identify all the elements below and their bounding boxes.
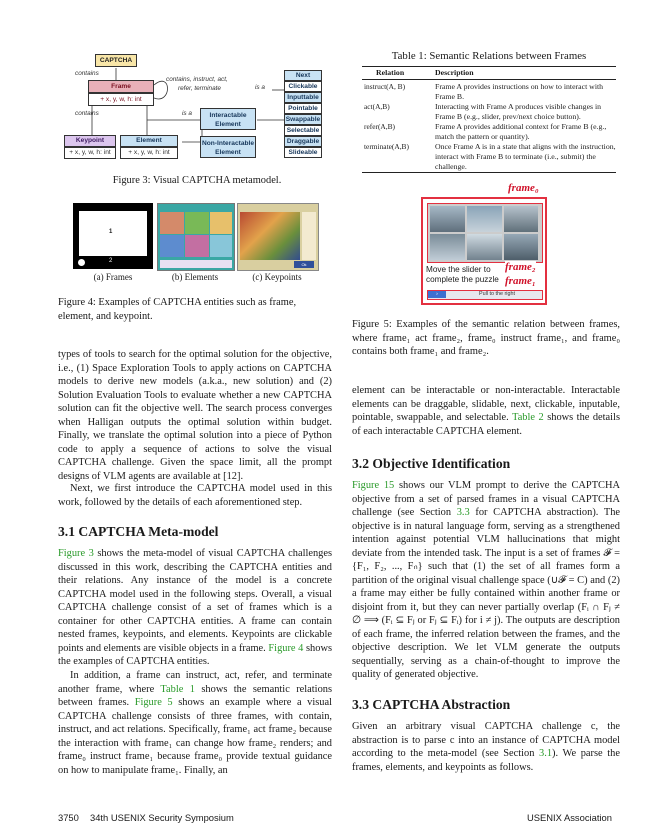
footer-venue: 34th USENIX Security Symposium [90, 812, 234, 823]
type-next: Next [284, 70, 322, 81]
figure-4-thumb-keypoints: Ok [237, 203, 319, 271]
right-paragraph-2: Figure 15 shows our VLM prompt to derive… [352, 479, 620, 682]
is-a-mid-label: is a [182, 110, 192, 117]
figure-4-thumb-elements [157, 203, 235, 271]
frame-attributes: + x, y, w, h: int [88, 93, 154, 106]
left-paragraph-1: types of tools to search for the optimal… [58, 349, 332, 482]
keypoint-class: Keypoint [64, 135, 116, 147]
figure-4-sub-c: (c) Keypoints [252, 272, 302, 282]
relation-label-2: refer, terminate [178, 85, 221, 92]
figure-4-sub-b: (b) Elements [171, 272, 219, 282]
description-cell: Frame A provides instructions on how to … [435, 82, 604, 101]
description-cell: Once Frame A is in a state that aligns w… [435, 142, 616, 171]
figure-5-outer-frame: Move the slider to complete the puzzle ›… [421, 197, 547, 305]
table-1: Relation Description instruct(A, B) Fram… [362, 66, 616, 173]
text-span: shows the examples of CAPTCHA entities. [58, 642, 332, 668]
type-pointable: Pointable [284, 103, 322, 114]
type-swappable: Swappable [284, 114, 322, 125]
relation-label-1: contains, instruct, act, [166, 76, 228, 83]
table-1-caption: Table 1: Semantic Relations between Fram… [391, 50, 587, 62]
right-paragraph-1: element can be interactable or non-inter… [352, 384, 620, 438]
slider-track: › Pull to the right [427, 290, 543, 300]
keypoint-attributes: + x, y, w, h: int [64, 147, 116, 159]
type-selectable: Selectable [284, 125, 322, 136]
text-span: shows our VLM prompt to derive the CAPTC… [352, 480, 620, 518]
chevron-right-icon: › [436, 291, 438, 297]
table-row: act(A,B) Interacting with Frame A produc… [362, 102, 616, 122]
non-interactable-element-class: Non-Interactable Element [200, 136, 256, 158]
frame-inner: 1 [79, 211, 147, 256]
ok-button[interactable]: Ok [294, 261, 314, 268]
relation-cell: refer(A,B) [364, 122, 395, 131]
figure-4-thumb-frames: 1 2 [73, 203, 153, 269]
left-paragraph-4: In addition, a frame can instruct, act, … [58, 669, 332, 777]
text-span: shows the meta-model of visual CAPTCHA c… [58, 548, 333, 654]
text-span: In addition, a frame can instruct, act, … [58, 670, 332, 695]
left-paragraph-3: Figure 3 shows the meta-model of visual … [58, 547, 332, 669]
figure-4-link[interactable]: Figure 4 [268, 642, 304, 654]
footer-page-number: 3750 [58, 812, 79, 823]
element-attributes: + x, y, w, h: int [120, 147, 178, 159]
frame-class: Frame [88, 80, 154, 93]
figure-5-caption: Figure 5: Examples of the semantic relat… [352, 319, 620, 357]
text-span: shows an example where a visual CAPTCHA … [58, 697, 332, 776]
table-row: refer(A,B) Frame A provides additional c… [362, 122, 616, 142]
table-2-link[interactable]: Table 2 [512, 412, 544, 423]
table-1-link[interactable]: Table 1 [160, 683, 195, 695]
interactable-element-class: Interactable Element [200, 108, 256, 130]
type-slideable: Slideable [284, 147, 322, 158]
pull-to-right-text: Pull to the right [479, 291, 515, 297]
table-row: terminate(A,B) Once Frame A is in a stat… [362, 142, 616, 173]
text-span: shows the details of each interactable C… [352, 412, 620, 437]
relation-cell: act(A,B) [364, 102, 390, 111]
figure-3-caption: Figure 3: Visual CAPTCHA metamodel. [112, 175, 282, 186]
image-grid [427, 203, 543, 263]
description-cell: Interacting with Frame A produces visibl… [435, 102, 602, 121]
figure-5-link[interactable]: Figure 5 [134, 697, 173, 708]
figure-4-sub-a: (a) Frames [93, 272, 133, 282]
figure-3: CAPTCHA contains Frame + x, y, w, h: int… [62, 50, 332, 170]
footer-organization: USENIX Association [527, 812, 612, 823]
slider-handle[interactable]: › [428, 291, 446, 298]
interactable-types-list: Next Clickable Inputtable Pointable Swap… [284, 70, 322, 158]
relation-cell: terminate(A,B) [364, 142, 409, 151]
figure-5-label-frame2: frame₂ [505, 261, 536, 273]
text-span: Given an arbitrary visual CAPTCHA challe… [352, 721, 620, 759]
figure-4-caption: Figure 4: Examples of CAPTCHA entities s… [58, 297, 297, 322]
contains-left-label: contains [75, 110, 99, 117]
text-span: ). We parse the frames, elements, and ke… [352, 748, 620, 773]
text-span: shows the semantic relations between fra… [58, 683, 333, 709]
section-3-1-link[interactable]: 3.1 [539, 748, 553, 759]
text-span: for CAPTCHA abstraction). The objective … [352, 507, 621, 680]
section-3-2-heading: 3.2 Objective Identification [352, 456, 511, 471]
section-3-3-heading: 3.3 CAPTCHA Abstraction [352, 697, 511, 712]
type-draggable: Draggable [284, 136, 322, 147]
type-clickable: Clickable [284, 81, 322, 92]
text-span: element can be interactable or non-inter… [352, 385, 620, 423]
figure-5-label-frame0: frame₀ [508, 182, 539, 194]
col-relation: Relation [376, 68, 405, 77]
instruction-text: Move the slider to complete the puzzle [426, 265, 499, 284]
left-paragraph-2: Next, we first introduce the CAPTCHA mod… [58, 483, 332, 508]
figure-3-link[interactable]: Figure 3 [58, 548, 94, 559]
relation-cell: instruct(A, B) [364, 82, 406, 91]
frame-number-1: 1 [109, 229, 113, 235]
captcha-class: CAPTCHA [95, 54, 137, 67]
contains-top-label: contains [75, 70, 99, 77]
type-inputtable: Inputtable [284, 92, 322, 103]
frame-number-2: 2 [109, 258, 113, 264]
figure-15-link[interactable]: Figure 15 [352, 480, 395, 491]
table-row: instruct(A, B) Frame A provides instruct… [362, 82, 616, 102]
figure-5-label-frame1: frame₁ [505, 275, 536, 287]
right-paragraph-3: Given an arbitrary visual CAPTCHA challe… [352, 720, 620, 774]
section-3-3-link[interactable]: 3.3 [456, 507, 470, 518]
element-class: Element [120, 135, 178, 147]
table-1-header: Relation Description [362, 66, 616, 80]
circle-icon [78, 259, 85, 266]
section-3-1-heading: 3.1 CAPTCHA Meta-model [58, 524, 219, 539]
col-description: Description [435, 68, 474, 77]
description-cell: Frame A provides additional context for … [435, 122, 607, 141]
is-a-top-label: is a [255, 84, 265, 91]
